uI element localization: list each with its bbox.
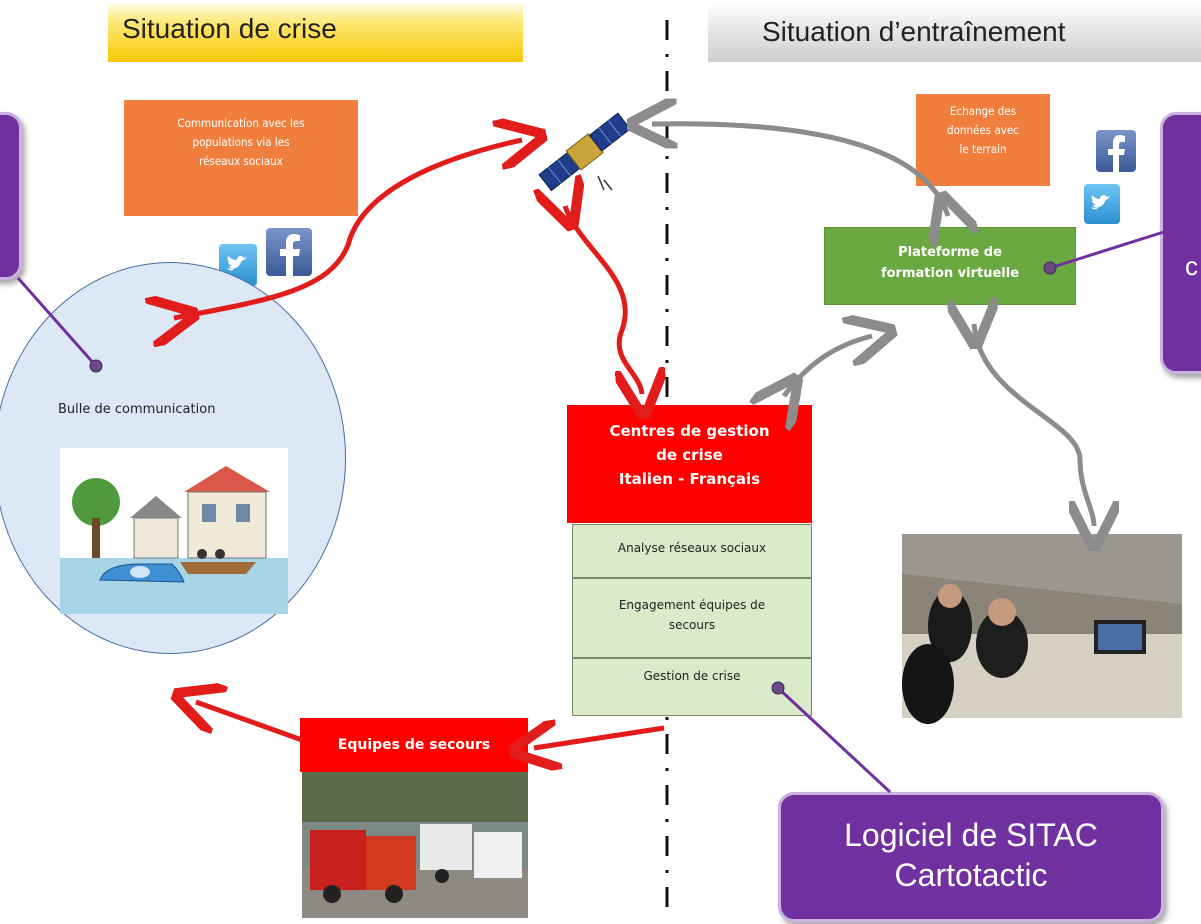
task-rescue-line-2: secours bbox=[668, 618, 716, 632]
bubble-label: Bulle de communication bbox=[58, 402, 216, 417]
right-callout-box: c bbox=[1160, 112, 1201, 374]
sitac-line-1: Logiciel de SITAC bbox=[844, 817, 1098, 853]
exchange-line-1: Echange des bbox=[949, 104, 1017, 118]
exchange-box: Echange des données avec le terrain bbox=[916, 94, 1050, 186]
left-callout-box bbox=[0, 112, 22, 280]
rescue-teams-box: Equipes de secours bbox=[300, 718, 528, 772]
platform-line-1: Plateforme de bbox=[898, 245, 1002, 260]
sitac-line-2: Cartotactic bbox=[894, 857, 1048, 893]
communication-box: Communication avec les populations via l… bbox=[124, 100, 358, 216]
communication-line-2: populations via les bbox=[192, 135, 290, 149]
centres-line-3: Italien - Français bbox=[618, 470, 761, 488]
arrow-rescue-bubble bbox=[196, 702, 303, 743]
centres-line-1: Centres de gestion bbox=[609, 422, 770, 440]
twitter-icon-right bbox=[1084, 184, 1120, 224]
arrow-platform-satellite bbox=[652, 124, 948, 216]
arrow-centres-rescue bbox=[534, 728, 665, 748]
header-training-situation: Situation d’entraînement bbox=[708, 4, 1201, 62]
exchange-line-2: données avec bbox=[947, 123, 1019, 137]
arrow-platform-centres bbox=[784, 336, 872, 396]
task-crisis-management: Gestion de crise bbox=[572, 658, 812, 716]
crisis-centres-box: Centres de gestion de crise Italien - Fr… bbox=[567, 405, 812, 523]
task-rescue-engagement: Engagement équipes de secours bbox=[572, 578, 812, 658]
arrow-satellite-centres bbox=[565, 206, 642, 394]
rescue-teams-text: Equipes de secours bbox=[337, 737, 491, 753]
right-callout-text: c bbox=[1185, 251, 1198, 281]
satellite-icon bbox=[538, 112, 631, 192]
communication-line-3: réseaux sociaux bbox=[199, 154, 283, 168]
task-social-analysis-text: Analyse réseaux sociaux bbox=[617, 541, 767, 555]
centres-line-2: de crise bbox=[656, 446, 723, 464]
facebook-icon bbox=[266, 228, 312, 276]
training-platform-box: Plateforme de formation virtuelle bbox=[824, 227, 1076, 305]
task-crisis-management-text: Gestion de crise bbox=[643, 669, 741, 683]
exchange-line-3: le terrain bbox=[959, 142, 1007, 156]
communication-line-1: Communication avec les bbox=[177, 116, 305, 130]
task-social-analysis: Analyse réseaux sociaux bbox=[572, 524, 812, 578]
arrow-platform-photo bbox=[974, 324, 1094, 526]
header-crisis-situation: Situation de crise bbox=[108, 4, 523, 62]
flood-illustration bbox=[60, 448, 288, 614]
header-crisis-text: Situation de crise bbox=[122, 13, 337, 44]
facebook-icon-right bbox=[1096, 130, 1136, 172]
sitac-callout: Logiciel de SITAC Cartotactic bbox=[778, 792, 1164, 922]
dashed-divider bbox=[665, 20, 669, 920]
task-rescue-line-1: Engagement équipes de bbox=[618, 598, 766, 612]
rescue-vehicles-photo bbox=[302, 772, 528, 918]
platform-line-2: formation virtuelle bbox=[880, 266, 1020, 281]
header-training-text: Situation d’entraînement bbox=[762, 16, 1066, 47]
training-room-photo bbox=[902, 534, 1182, 724]
